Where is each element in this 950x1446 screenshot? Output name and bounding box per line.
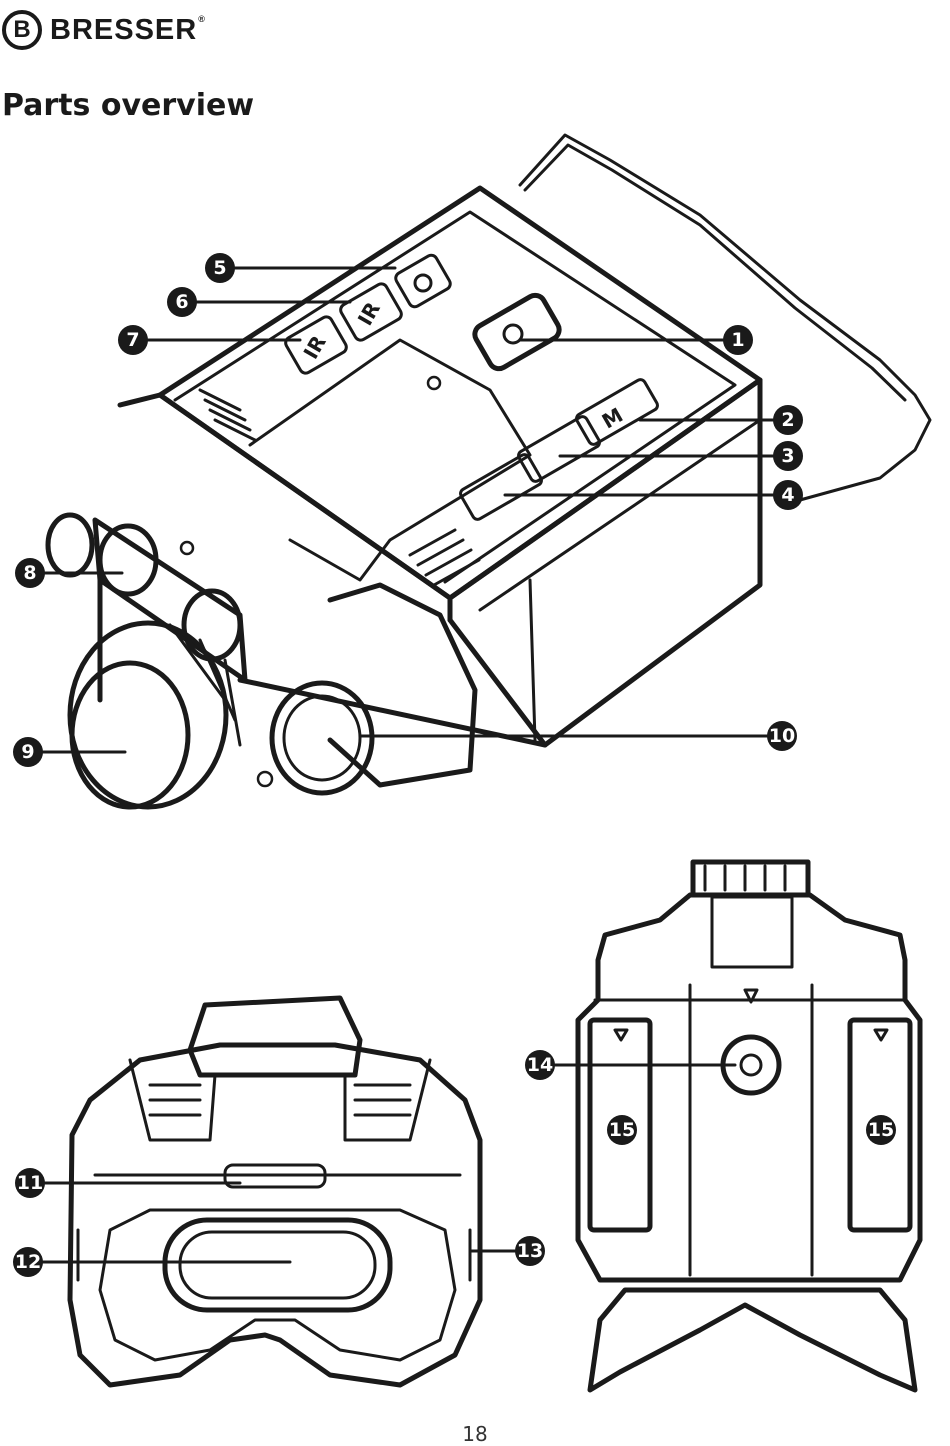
section-title: Parts overview bbox=[2, 88, 255, 123]
brand-text: BRESSER bbox=[50, 13, 198, 46]
svg-text:15: 15 bbox=[868, 1119, 894, 1141]
device-isometric-drawing bbox=[45, 133, 932, 810]
leader-lines-bottom bbox=[26, 1063, 737, 1264]
brand-logo-mark: B bbox=[2, 10, 42, 50]
svg-text:7: 7 bbox=[126, 329, 139, 351]
callout-8: 8 bbox=[15, 558, 45, 588]
svg-text:15: 15 bbox=[609, 1119, 635, 1141]
callout-9: 9 bbox=[13, 737, 43, 767]
brand-logo: B BRESSER® bbox=[2, 8, 206, 52]
registered-mark: ® bbox=[198, 13, 206, 24]
callout-1: 1 bbox=[723, 325, 753, 355]
callout-13: 13 bbox=[515, 1236, 545, 1266]
callout-15-right: 15 bbox=[866, 1115, 896, 1145]
svg-text:13: 13 bbox=[517, 1240, 543, 1262]
page-number: 18 bbox=[462, 1422, 488, 1446]
svg-text:1: 1 bbox=[731, 329, 744, 351]
ir-button-label-1: IR bbox=[299, 331, 331, 363]
callout-5: 5 bbox=[205, 253, 235, 283]
svg-text:11: 11 bbox=[17, 1172, 43, 1194]
callout-7: 7 bbox=[118, 325, 148, 355]
callout-2: 2 bbox=[773, 405, 803, 435]
callout-3: 3 bbox=[773, 441, 803, 471]
callout-12: 12 bbox=[13, 1247, 43, 1277]
brand-name: BRESSER® bbox=[50, 14, 206, 47]
svg-text:12: 12 bbox=[15, 1251, 41, 1273]
ir-button-label-2: IR bbox=[353, 298, 385, 330]
device-bottom-drawing bbox=[575, 859, 923, 1393]
svg-text:5: 5 bbox=[213, 257, 226, 279]
svg-text:4: 4 bbox=[781, 484, 794, 506]
svg-text:3: 3 bbox=[781, 445, 794, 467]
callout-6: 6 bbox=[167, 287, 197, 317]
svg-text:9: 9 bbox=[21, 741, 34, 763]
svg-text:8: 8 bbox=[23, 562, 36, 584]
leader-lines-top bbox=[26, 266, 790, 754]
callout-10: 10 bbox=[767, 721, 797, 751]
svg-text:6: 6 bbox=[175, 291, 188, 313]
callout-14: 14 bbox=[525, 1050, 555, 1080]
callout-4: 4 bbox=[773, 480, 803, 510]
logo-letter: B bbox=[13, 16, 31, 43]
svg-text:2: 2 bbox=[781, 409, 794, 431]
device-rear-drawing bbox=[67, 995, 483, 1388]
svg-text:14: 14 bbox=[527, 1054, 553, 1076]
svg-text:10: 10 bbox=[769, 725, 795, 747]
callout-11: 11 bbox=[15, 1168, 45, 1198]
callout-15-left: 15 bbox=[607, 1115, 637, 1145]
